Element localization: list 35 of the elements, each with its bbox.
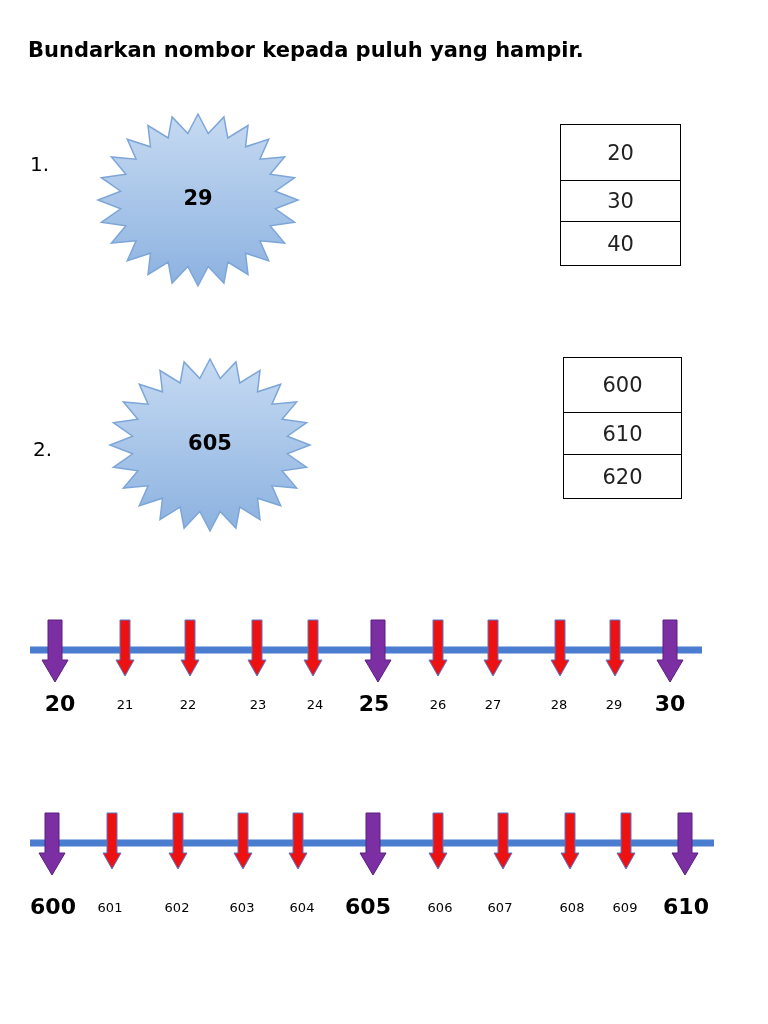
starburst — [107, 357, 313, 533]
answer-option: 20 — [560, 124, 681, 181]
number-label: 29 — [605, 697, 623, 712]
number-label: 610 — [663, 894, 709, 919]
number-label: 27 — [484, 697, 502, 712]
number-label: 608 — [559, 900, 585, 915]
number-label: 25 — [358, 691, 390, 716]
number-label: 603 — [229, 900, 255, 915]
number-label: 24 — [306, 697, 324, 712]
number-label: 604 — [289, 900, 315, 915]
title: Bundarkan nombor kepada puluh yang hampir. — [28, 38, 584, 62]
answer-option: 620 — [563, 454, 682, 499]
number-label: 601 — [97, 900, 123, 915]
number-label: 21 — [116, 697, 134, 712]
number-label: 30 — [654, 691, 686, 716]
starburst — [95, 112, 301, 288]
question-number: 2. — [33, 437, 53, 461]
number-label: 606 — [427, 900, 453, 915]
starburst-number: 605 — [188, 431, 232, 455]
number-label: 609 — [612, 900, 638, 915]
answer-option: 30 — [560, 180, 681, 222]
number-label: 602 — [164, 900, 190, 915]
number-label: 23 — [249, 697, 267, 712]
number-label: 28 — [550, 697, 568, 712]
number-label: 26 — [429, 697, 447, 712]
number-label: 20 — [44, 691, 76, 716]
starburst-number: 29 — [183, 186, 213, 210]
number-label: 22 — [179, 697, 197, 712]
question-number: 1. — [30, 152, 50, 176]
number-label: 607 — [487, 900, 513, 915]
answer-option: 610 — [563, 412, 682, 455]
number-label: 605 — [345, 894, 391, 919]
number-label: 600 — [30, 894, 76, 919]
answer-option: 600 — [563, 357, 682, 413]
answer-option: 40 — [560, 221, 681, 266]
